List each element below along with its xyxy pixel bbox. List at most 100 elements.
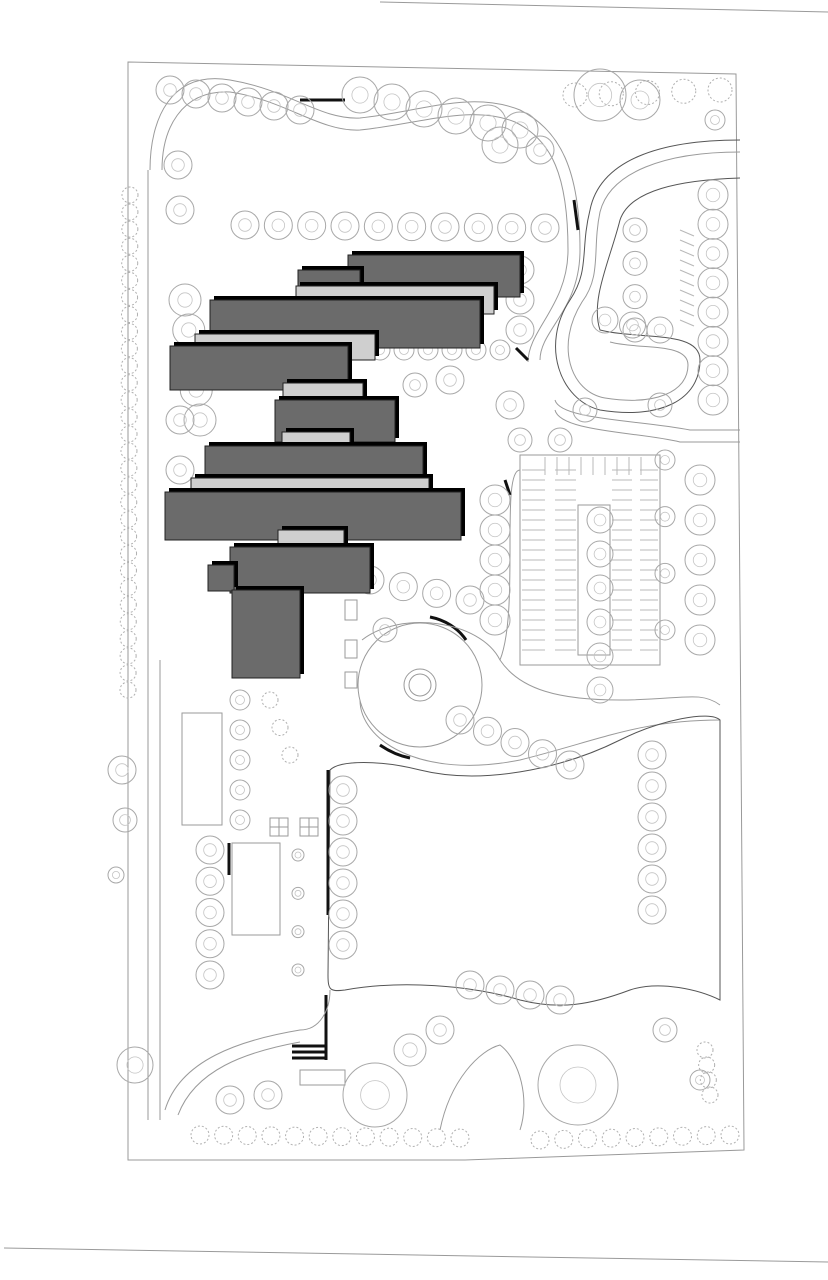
tree: [586, 506, 614, 534]
tree: [330, 211, 360, 241]
tree: [195, 866, 225, 896]
shrub: [119, 647, 137, 665]
shrub: [121, 288, 139, 306]
tree: [165, 195, 195, 225]
tree: [481, 126, 519, 164]
shrub: [261, 1126, 281, 1146]
tree: [586, 642, 614, 670]
perimeter-path-north: [149, 78, 581, 361]
tree: [455, 585, 485, 615]
tree: [229, 809, 251, 831]
tree: [586, 676, 614, 704]
tree: [697, 325, 729, 357]
tree: [233, 87, 263, 117]
tree: [229, 689, 251, 711]
tree: [684, 624, 716, 656]
shrub: [530, 1130, 550, 1150]
shrub: [119, 681, 137, 699]
shrub: [121, 237, 139, 255]
shrub: [119, 596, 137, 614]
tree: [195, 898, 225, 927]
tree: [328, 899, 358, 929]
tree: [637, 740, 667, 770]
tree: [622, 250, 648, 276]
shrub: [598, 81, 624, 107]
shrub: [119, 579, 137, 597]
shrub: [625, 1128, 645, 1147]
shrub: [121, 203, 139, 221]
tree: [697, 179, 729, 211]
shrub: [120, 408, 138, 426]
tree: [497, 213, 527, 243]
tree: [684, 584, 716, 616]
tree: [654, 506, 676, 528]
tree: [291, 963, 305, 977]
tree: [372, 617, 398, 643]
tree: [112, 807, 138, 833]
shrub: [120, 544, 138, 562]
tree: [259, 91, 289, 121]
tree: [422, 578, 452, 608]
tree: [291, 886, 305, 900]
tree: [107, 866, 125, 884]
shrub: [121, 220, 139, 238]
tree: [637, 833, 667, 863]
shrub: [190, 1125, 210, 1145]
tree: [654, 449, 676, 471]
tree: [489, 339, 511, 361]
tree: [463, 212, 493, 242]
tree: [697, 267, 729, 299]
shrub: [120, 442, 138, 460]
tree: [619, 79, 661, 121]
tree: [525, 135, 555, 165]
shrub: [120, 527, 138, 545]
shrub: [121, 271, 139, 289]
tree: [622, 284, 648, 310]
shrub: [562, 82, 588, 108]
tree: [637, 864, 667, 894]
shrub: [214, 1125, 234, 1145]
tree: [547, 427, 573, 453]
tree: [107, 755, 137, 785]
tree: [573, 68, 627, 122]
shrub: [403, 1127, 423, 1147]
tree: [697, 238, 729, 270]
tree: [253, 1080, 283, 1110]
shrub: [698, 1056, 716, 1074]
tree: [163, 150, 193, 180]
shrub: [426, 1128, 446, 1148]
shrub: [696, 1041, 714, 1059]
tree: [586, 574, 614, 602]
tree: [537, 1044, 619, 1126]
tree: [469, 104, 507, 142]
shrub: [261, 691, 279, 709]
tree: [165, 405, 195, 435]
tree: [528, 739, 557, 769]
tree: [586, 608, 614, 636]
tree: [637, 771, 667, 801]
tree: [545, 985, 575, 1015]
tree: [165, 455, 195, 485]
tree: [622, 217, 648, 243]
building-complex: [164, 251, 524, 679]
shrub: [120, 391, 138, 409]
tree: [342, 1062, 408, 1128]
tree: [455, 970, 485, 1000]
tree: [479, 574, 511, 606]
tree: [402, 372, 428, 398]
tree: [285, 95, 315, 125]
tree: [155, 75, 185, 105]
shrub: [671, 78, 697, 104]
building-roof: [229, 546, 371, 594]
shrub: [120, 425, 138, 443]
shrub: [119, 664, 137, 682]
shrub: [237, 1126, 257, 1146]
tree: [291, 848, 305, 862]
shrub: [281, 746, 299, 764]
shrub: [701, 1086, 719, 1104]
tree: [393, 1033, 427, 1067]
tree: [684, 504, 716, 536]
tree: [168, 283, 202, 317]
shrub: [120, 374, 138, 392]
tree: [195, 960, 225, 990]
